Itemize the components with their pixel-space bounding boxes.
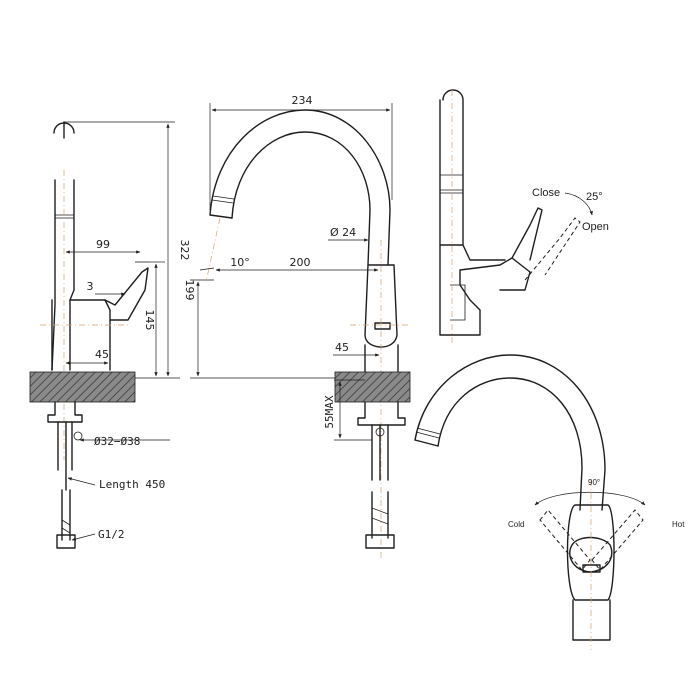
dim-199-label: 199 (183, 280, 196, 301)
top-logo-plate (582, 564, 601, 573)
left-nut (47, 401, 83, 423)
center-hoses (371, 424, 389, 481)
lever-open (524, 217, 581, 281)
lever-close-label: Close (532, 187, 560, 199)
spout-water-centerline (205, 217, 221, 283)
side-view-right: Close 25° Open (439, 89, 609, 345)
spout-inner-curve (231, 131, 371, 266)
top-spout-tip (414, 439, 439, 447)
top-spout-outer (414, 354, 606, 511)
front-view-center (205, 109, 411, 560)
center-dimensions: 234 Ø 24 200 10° 199 45 55MAX (183, 94, 393, 441)
side-view-left (29, 121, 150, 549)
spout-aerator-band (211, 195, 235, 204)
left-dimensions: 322 145 99 3 45 Ø32−Ø38 Length 450 G1/2 (64, 121, 191, 541)
dim-199-extension (190, 279, 335, 379)
center-countertop (334, 371, 411, 403)
lever-arc (564, 192, 593, 216)
left-lever (104, 267, 149, 321)
spout-tip (209, 214, 233, 219)
lever-closed (511, 207, 543, 261)
dim-10-label: 10° (230, 256, 250, 269)
top-spout-inner (437, 377, 583, 511)
top-lever-head (569, 536, 613, 573)
left-hose-braid (61, 519, 71, 534)
dim-45-left-label: 45 (95, 348, 109, 361)
dim-hole-label: Ø32−Ø38 (94, 435, 140, 448)
dim-200-label: 200 (290, 256, 311, 269)
center-fitting-circle (375, 427, 385, 437)
top-body (566, 504, 615, 601)
center-hose-lower (371, 491, 389, 539)
right-body (439, 244, 531, 336)
dim-55-label: 55MAX (323, 395, 336, 428)
right-spout (439, 89, 464, 246)
dim-length-label: Length 450 (99, 478, 165, 491)
dim-thread-label: G1/2 (98, 528, 125, 541)
lever-cold-position (539, 509, 591, 571)
top-hot-label: Hot (672, 520, 685, 529)
arc-symbol-icon (53, 121, 75, 139)
dim-10-line (199, 267, 215, 271)
center-hose-braid (371, 507, 389, 525)
dim-322-extension (64, 121, 180, 379)
center-body (364, 264, 398, 348)
top-view: 90° Cold Hot (414, 354, 685, 650)
dim-234-extension (209, 103, 393, 210)
lever-angle-label: 25° (586, 191, 603, 203)
center-logo-plate (374, 322, 391, 330)
center-base (364, 344, 399, 373)
right-spout-bands (440, 174, 463, 194)
top-base (572, 599, 611, 641)
dim-dia24-label: Ø 24 (330, 226, 356, 239)
dim-55-extension (334, 379, 372, 441)
center-connector (365, 534, 395, 549)
left-spout-band (55, 214, 74, 219)
left-hose-lower (61, 489, 71, 541)
top-rotation-arc (534, 491, 646, 506)
right-body-top (462, 244, 506, 261)
dim-3-label: 3 (87, 280, 94, 293)
lever-hot-position (591, 509, 644, 571)
dim-thread-leader (71, 533, 96, 541)
dim-322-label: 322 (178, 240, 191, 261)
left-fitting-circle (73, 431, 83, 441)
top-cold-label: Cold (508, 520, 524, 529)
lever-open-label: Open (582, 221, 609, 233)
top-spout-band (415, 427, 441, 439)
dim-99-label: 99 (96, 238, 110, 251)
left-spout-body (51, 179, 75, 371)
center-nut (357, 401, 406, 426)
left-body-base (51, 299, 111, 371)
left-countertop (29, 371, 136, 403)
dim-45-right-label: 45 (335, 341, 349, 354)
dim-length-leader (67, 477, 96, 486)
left-connector (56, 534, 76, 549)
dim-234-label: 234 (292, 94, 313, 107)
right-body-inner (450, 284, 466, 321)
top-angle-label: 90° (588, 478, 600, 487)
left-hoses (57, 421, 73, 491)
dim-145-label: 145 (143, 310, 156, 331)
